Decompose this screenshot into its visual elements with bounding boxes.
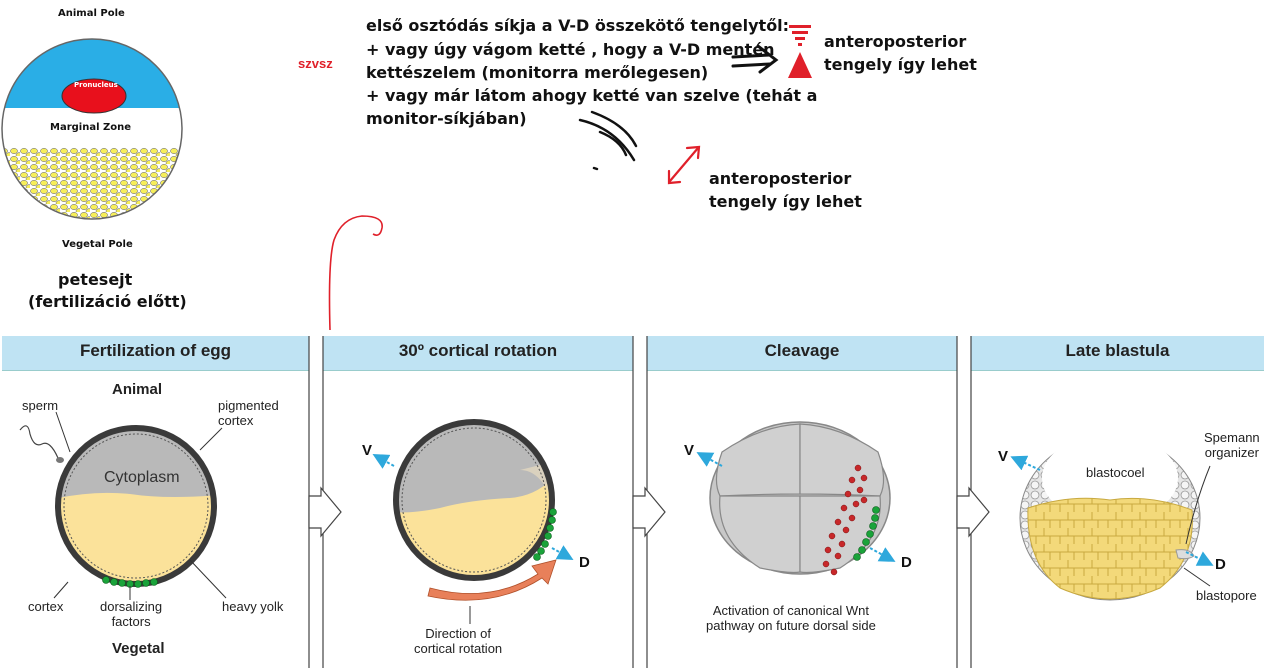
ap2-line1: anteroposterior — [709, 169, 852, 188]
note-line2: + vagy úgy vágom ketté , hogy a V-D ment… — [366, 40, 775, 59]
marginal-zone-label: Marginal Zone — [50, 122, 132, 133]
direction-label: Direction of cortical rotation — [414, 626, 503, 656]
egg-caption-line2: (fertilizáció előtt) — [28, 292, 187, 311]
egg-schematic — [1, 38, 183, 220]
red-hook-line — [328, 215, 383, 331]
egg-caption-line1: petesejt — [58, 270, 133, 289]
pronucleus — [61, 78, 127, 114]
cortex-label: cortex — [28, 599, 64, 614]
implies-arrow — [731, 44, 779, 74]
dorsalizing-label: dorsalizing factors — [100, 599, 163, 629]
red-tag: szvsz — [298, 56, 333, 71]
note-line5: monitor-síkjában) — [366, 109, 527, 128]
blastocoel-label: blastocoel — [1086, 465, 1145, 480]
panel-cleavage: Cleavage — [647, 336, 957, 668]
vegetal-label: Vegetal — [112, 640, 165, 657]
sperm-label: sperm — [22, 398, 59, 413]
v-label: V — [362, 442, 373, 459]
note-line4: + vagy már látom ahogy ketté van szelve … — [366, 86, 818, 105]
panel-fertilization: Fertilization of egg — [2, 336, 309, 668]
d-label: D — [901, 554, 912, 571]
note-line1: első osztódás síkja a V-D összekötő teng… — [366, 16, 790, 35]
cone-icon — [788, 25, 812, 78]
activation-label: Activation of canonical Wnt pathway on f… — [706, 603, 876, 633]
heavy-yolk-label: heavy yolk — [222, 599, 284, 614]
cytoplasm-label: Cytoplasm — [104, 469, 180, 486]
late-blastula — [1010, 434, 1214, 601]
spemann-label: Spemann organizer — [1204, 430, 1260, 460]
ap1-line1: anteroposterior — [824, 32, 967, 51]
dorsalizing-dots — [102, 576, 158, 588]
panel-title: Late blastula — [971, 336, 1264, 371]
sperm-tail — [19, 425, 59, 459]
note-line3: kettészelem (monitorra merőlegesen) — [366, 63, 709, 82]
animal-label: Animal — [112, 381, 163, 398]
cleavage-embryo — [696, 421, 896, 576]
blastopore-label: blastopore — [1196, 588, 1257, 603]
d-label: D — [1215, 556, 1226, 573]
d-label: D — [579, 554, 590, 571]
panel-separators — [308, 336, 990, 668]
ap2-line2: tengely így lehet — [709, 192, 862, 211]
ap-double-arrow — [667, 145, 701, 185]
vegetal-pole-label: Vegetal Pole — [62, 239, 133, 250]
rotation-arrow — [427, 559, 557, 601]
panel-late-blastula: Late blastula — [971, 336, 1264, 668]
panel-title: 30º cortical rotation — [323, 336, 633, 371]
panel-title: Fertilization of egg — [2, 336, 309, 371]
pigmented-cortex-label: pigmented cortex — [218, 398, 279, 428]
v-label: V — [684, 442, 695, 459]
panel-title: Cleavage — [647, 336, 957, 371]
fertilized-egg — [19, 411, 227, 600]
v-label: V — [998, 448, 1009, 465]
ap1-line2: tengely így lehet — [824, 55, 977, 74]
wnt-dots — [822, 464, 868, 576]
animal-pole-label: Animal Pole — [58, 8, 125, 19]
scribble-mark — [578, 110, 638, 171]
rotated-egg — [372, 419, 574, 624]
pronucleus-label: Pronucleus — [74, 81, 118, 89]
panel-cortical-rotation: 30º cortical rotation — [323, 336, 633, 668]
